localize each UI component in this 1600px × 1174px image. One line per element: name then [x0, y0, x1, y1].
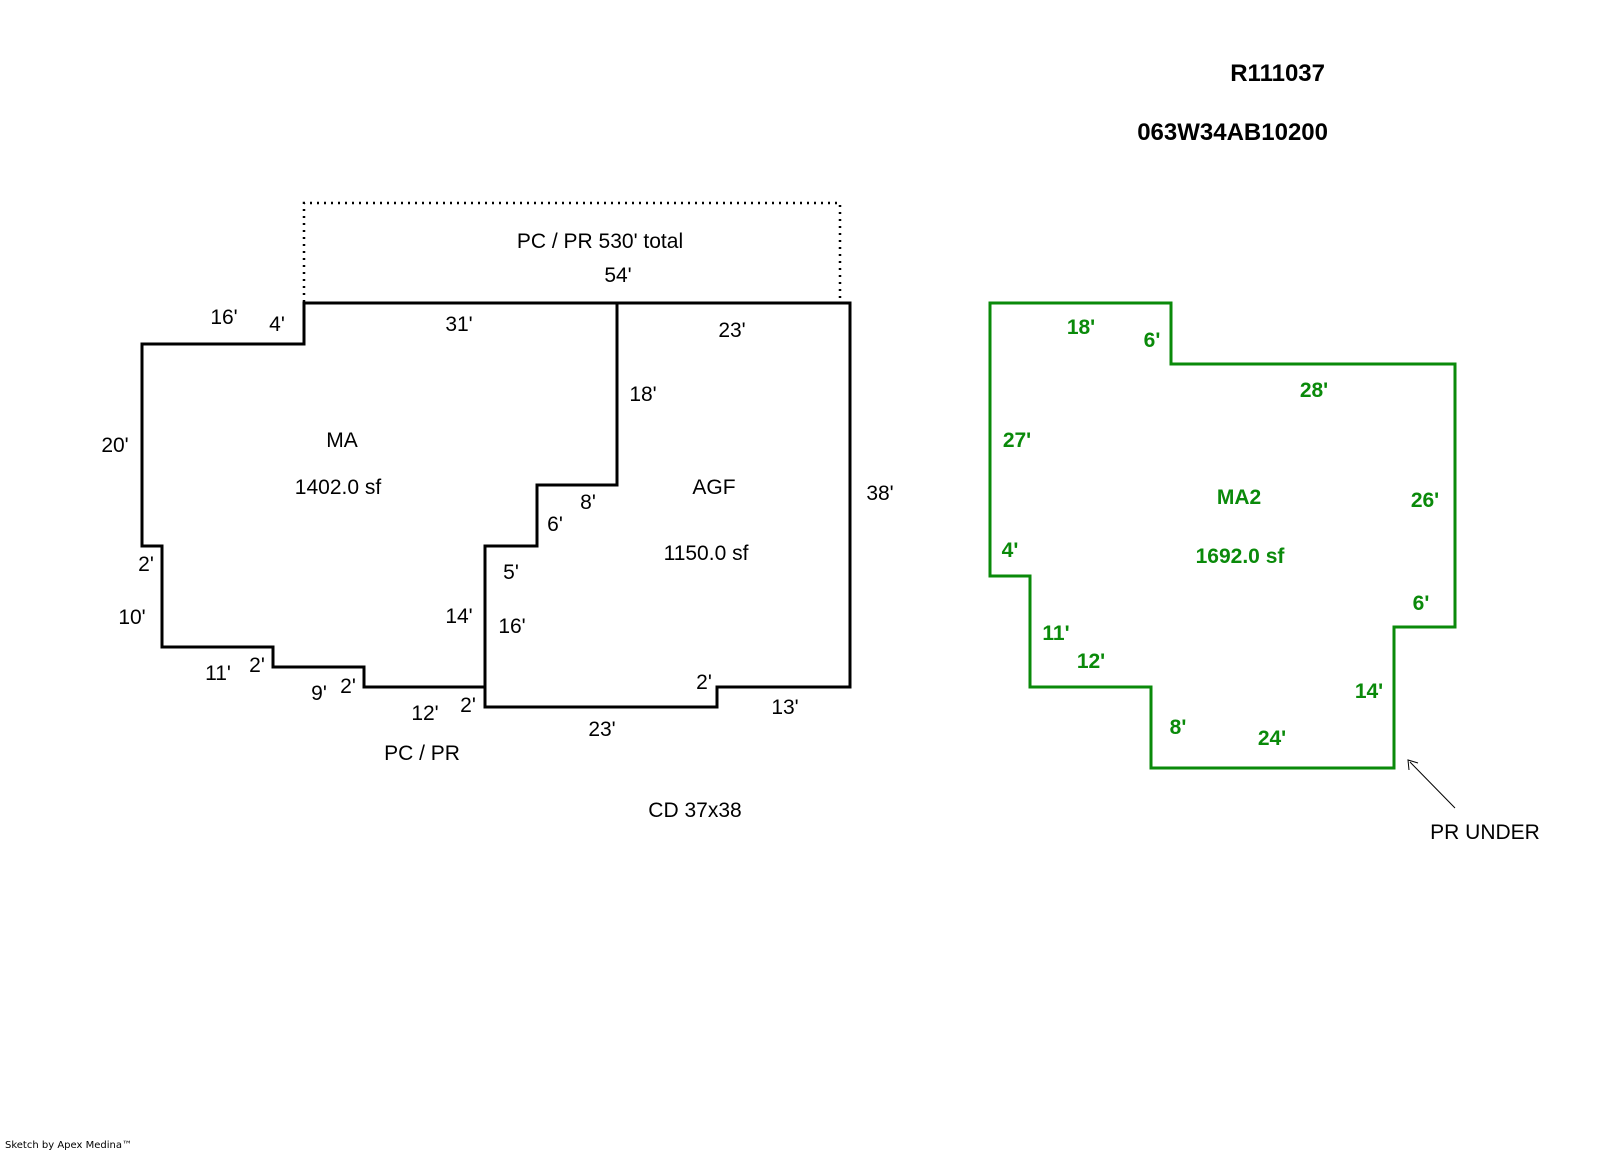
- dim-label: 14': [445, 605, 472, 628]
- dim-label: 11': [205, 662, 231, 685]
- ma-area: 1402.0 sf: [295, 476, 382, 499]
- dim-label: 23': [718, 319, 745, 342]
- dim-label: 10': [118, 606, 145, 629]
- ma2-dim-label: 4': [1002, 539, 1019, 562]
- dim-label: 2': [340, 675, 356, 698]
- footer-credit: Sketch by Apex Medina™: [5, 1140, 132, 1151]
- agf-code: AGF: [692, 476, 735, 499]
- cd-label: CD 37x38: [648, 799, 741, 822]
- porch-top-label: PC / PR 530' total: [517, 230, 683, 253]
- parcel-id: R111037: [1230, 60, 1325, 87]
- pr-under-arrow: [1409, 761, 1456, 809]
- ma2-area: 1692.0 sf: [1196, 545, 1286, 568]
- dim-label: 38': [866, 482, 893, 505]
- dim-label: 2': [249, 654, 265, 677]
- dim-label: 4': [269, 313, 285, 336]
- ma-outline: [140, 301, 617, 689]
- map-number: 063W34AB10200: [1137, 119, 1328, 146]
- agf-area: 1150.0 sf: [664, 542, 749, 565]
- ma2-dim-label: 18': [1067, 316, 1095, 339]
- ma2-dim-label: 26': [1411, 489, 1439, 512]
- dim-label: 12': [411, 702, 438, 725]
- agf-outline: [483, 301, 852, 709]
- ma2-outline: [988, 301, 1457, 770]
- ma-code: MA: [326, 429, 358, 452]
- ma2-code: MA2: [1217, 486, 1261, 509]
- dim-label: 23': [588, 718, 615, 741]
- dim-label: 8': [580, 491, 596, 514]
- porch-bottom-label: PC / PR: [384, 742, 460, 765]
- dim-label: 18': [629, 383, 656, 406]
- pr-under-label: PR UNDER: [1430, 821, 1540, 844]
- ma2-dim-label: 11': [1042, 622, 1069, 645]
- dim-label: 6': [547, 513, 563, 536]
- arrow-head-icon: [1407, 759, 1419, 771]
- dim-label: 2': [696, 671, 712, 694]
- porch-top-length: 54': [604, 264, 631, 287]
- ma2-dim-label: 12': [1077, 650, 1105, 673]
- dim-label: 2': [138, 553, 154, 576]
- dim-label: 31': [445, 313, 472, 336]
- ma2-dim-label: 28': [1300, 379, 1328, 402]
- dim-label: 9': [311, 682, 327, 705]
- dim-label: 2': [460, 694, 476, 717]
- porch-top-outline: [302, 201, 842, 302]
- dim-label: 5': [503, 561, 519, 584]
- ma2-dim-label: 14': [1355, 680, 1383, 703]
- dim-label: 16': [210, 306, 237, 329]
- ma2-dim-label: 24': [1258, 727, 1286, 750]
- ma2-dim-label: 6': [1144, 329, 1161, 352]
- ma2-dim-label: 6': [1413, 592, 1430, 615]
- dim-label: 13': [771, 696, 798, 719]
- ma2-dim-label: 27': [1003, 429, 1031, 452]
- ma2-dim-label: 8': [1170, 716, 1187, 739]
- dim-label: 20': [101, 434, 128, 457]
- dim-label: 16': [498, 615, 525, 638]
